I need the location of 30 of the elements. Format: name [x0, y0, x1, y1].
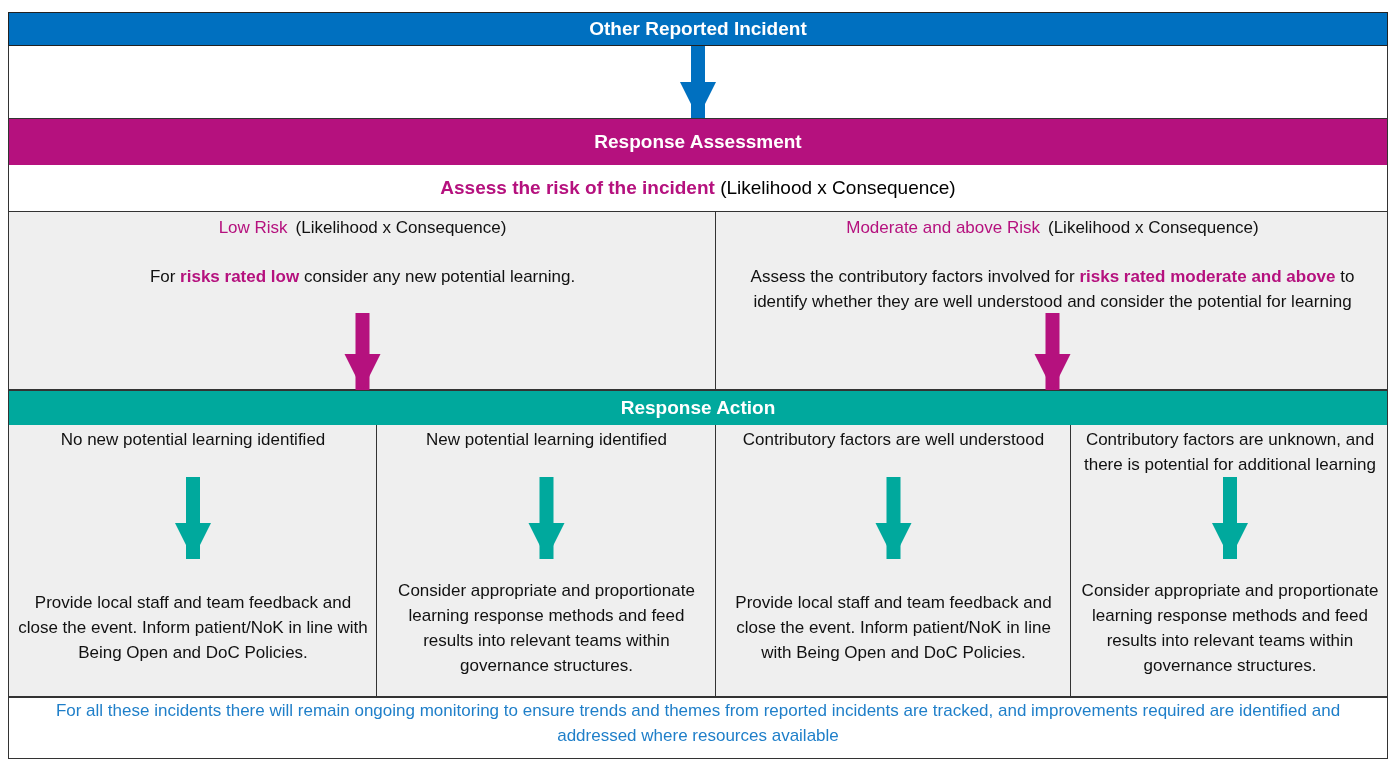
band-title: Other Reported Incident	[588, 17, 808, 41]
risk-formula: (Likelihood x Consequence)	[1048, 218, 1259, 237]
footer-note	[8, 697, 1388, 759]
risk-formula: (Likelihood x Consequence)	[295, 218, 507, 237]
action-text: Provide local staff and team feedback and close the event. Inform patient/NoK in line with Being Open and DoC Policies.	[734, 592, 1053, 664]
risk-level: Moderate and above Risk	[846, 218, 1040, 237]
assessment-panel	[8, 118, 1388, 390]
condition-text: New potential learning identified	[425, 429, 668, 451]
condition-text: Contributory factors are unknown, and there is potential for additional learning	[1083, 429, 1377, 476]
risk-description: Assess the contributory factors involved for risks rated moderate and above to identify whether they are well understood and consider the potential for learning	[749, 266, 1356, 313]
panel-heading: Response Action	[9, 391, 1387, 425]
panel-heading: Response Assessment	[9, 119, 1387, 165]
action-text: Consider appropriate and proportionate learning response methods and feed results into relevant teams within governance structures.	[397, 579, 696, 677]
action-panel	[8, 390, 1388, 697]
subheading: Assess the risk of the incident (Likelihood x Consequence)	[9, 165, 1387, 212]
condition-text: No new potential learning identified	[59, 429, 327, 451]
action-text: Consider appropriate and proportionate learning response methods and feed results into relevant teams within governance structures.	[1080, 579, 1380, 677]
risk-level: Low Risk	[218, 218, 288, 237]
down-arrow	[1034, 313, 1071, 390]
down-arrow	[679, 46, 717, 118]
down-arrow	[344, 313, 381, 390]
down-arrow	[1211, 477, 1249, 559]
header-band	[8, 12, 1388, 46]
risk-description: For risks rated low consider any new potential learning.	[148, 266, 577, 288]
condition-text: Contributory factors are well understood	[741, 429, 1046, 451]
monitoring-note: For all these incidents there will remain ongoing monitoring to ensure trends and themes from reported incidents are tracked, and improvements required are identified and addressed where resources available	[54, 700, 1342, 747]
down-arrow	[875, 477, 912, 559]
down-arrow	[528, 477, 565, 559]
action-text: Provide local staff and team feedback and close the event. Inform patient/NoK in line with Being Open and DoC Policies.	[17, 592, 369, 664]
down-arrow	[174, 477, 212, 559]
